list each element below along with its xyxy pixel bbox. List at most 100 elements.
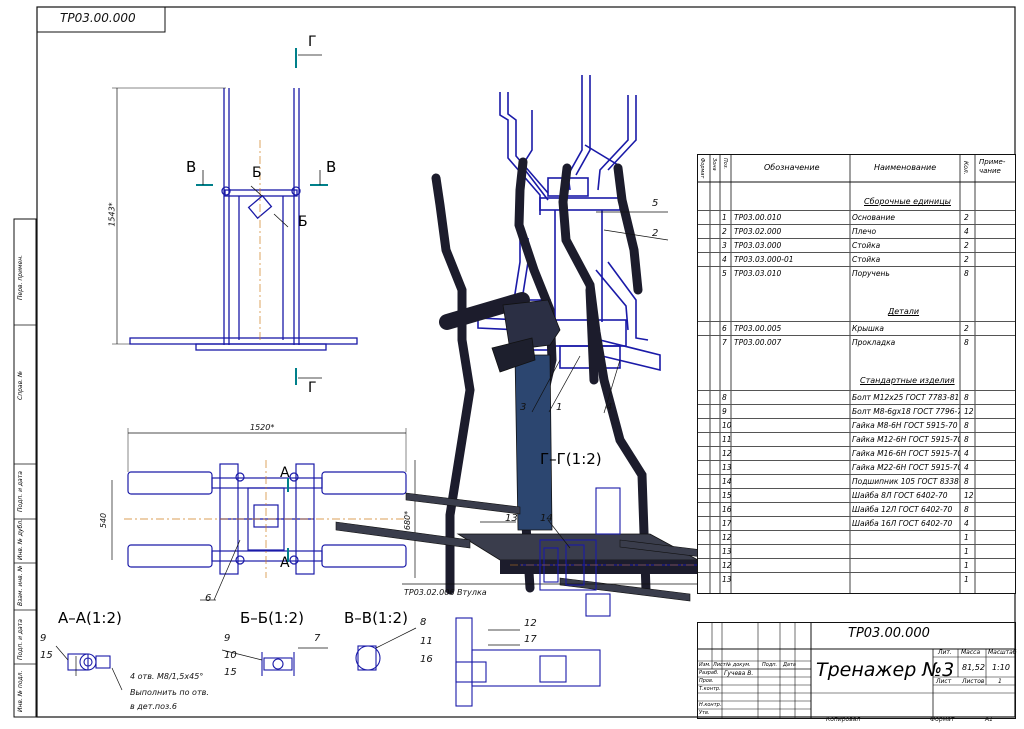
title-block-scale-label: Масштаб xyxy=(988,649,1017,656)
vv-view-title: В–В(1:2) xyxy=(344,609,408,627)
aa-leader-15: 15 xyxy=(40,650,53,661)
spec-row: 12 1 xyxy=(698,558,1015,573)
spec-pos: 13 xyxy=(722,547,731,556)
gg-leader-12: 12 xyxy=(524,618,537,629)
title-block-sheet-label: Лист xyxy=(936,678,952,685)
spec-code xyxy=(734,545,849,559)
spec-header-pos: Поз. xyxy=(722,158,728,170)
spec-header-name: Наименование xyxy=(874,163,937,172)
title-block-author: Гучева В. xyxy=(724,670,754,677)
spec-code xyxy=(734,559,849,573)
title-block-row-nkontr: Н.контр. xyxy=(699,702,722,708)
title-block-title: Тренажер №3 xyxy=(816,659,955,681)
spec-name: Гайка М22-6Н ГОСТ 5915-70 xyxy=(852,463,960,472)
vv-leader-8: 8 xyxy=(420,617,427,628)
spec-code: ТР03.03.000-01 xyxy=(734,255,794,264)
spec-section-details: Детали xyxy=(888,307,920,316)
spec-header-designation: Обозначение xyxy=(764,163,820,172)
dim-depth2: 680* xyxy=(403,510,413,531)
vv-leader-11: 11 xyxy=(420,636,433,647)
spec-section-assemblies: Сборочные единицы xyxy=(864,197,951,206)
title-block-row-razrab: Разраб. xyxy=(699,670,719,676)
spec-pos: 13 xyxy=(722,575,731,584)
specification-table: Формат Зона Поз. Обозначение Наименовани… xyxy=(697,154,1016,594)
spec-header-format: Формат xyxy=(699,158,705,179)
spec-qty: 4 xyxy=(964,463,969,472)
spec-pos: 9 xyxy=(722,407,727,416)
aa-view-title: А–А(1:2) xyxy=(58,609,122,627)
leader-3: 3 xyxy=(520,402,527,413)
spec-pos: 4 xyxy=(722,255,727,264)
spec-name: Поручень xyxy=(852,269,890,278)
spec-qty: 2 xyxy=(964,241,969,250)
title-block-mass: 81,52 xyxy=(962,663,985,672)
copied-label: Копировал xyxy=(826,716,861,723)
title-block-col-doc: № докум. xyxy=(726,662,751,668)
spec-qty: 4 xyxy=(964,449,969,458)
spec-qty: 12 xyxy=(964,407,974,416)
spec-pos: 2 xyxy=(722,227,727,236)
format-label: Формат xyxy=(930,716,955,723)
title-block-sheets-label: Листов xyxy=(962,678,985,685)
holes-note-line1: Выполнить по отв. xyxy=(130,688,209,697)
spec-qty: 1 xyxy=(964,561,969,570)
spec-name xyxy=(852,573,960,587)
title-block-col-sheet: Лист xyxy=(713,662,726,668)
spec-name: Шайба 8Л ГОСТ 6402-70 xyxy=(852,491,948,500)
spec-code: ТР03.00.007 xyxy=(734,338,782,347)
leader-4: 4 xyxy=(606,402,613,413)
drawing-code-top: ТР03.00.000 xyxy=(60,11,136,25)
section-b-top: Б xyxy=(252,165,262,181)
spec-name: Крышка xyxy=(852,324,884,333)
title-block-sheets: 1 xyxy=(998,678,1002,685)
spec-qty: 4 xyxy=(964,227,969,236)
spec-name: Прокладка xyxy=(852,338,896,347)
spec-pos: 8 xyxy=(722,393,727,402)
spec-code xyxy=(734,419,849,433)
spec-name: Болт М12х25 ГОСТ 7783-81 xyxy=(852,393,960,402)
spec-code xyxy=(734,447,849,461)
spec-row: 13 Гайка М22-6Н ГОСТ 5915-70 4 xyxy=(698,460,1015,475)
holes-note-line2: в дет.поз.6 xyxy=(130,702,177,711)
section-g-bottom: Г xyxy=(308,380,317,396)
side-label-first-use: Перв. примен. xyxy=(17,254,24,300)
spec-row: 15 Шайба 8Л ГОСТ 6402-70 12 xyxy=(698,488,1015,503)
spec-pos: 13 xyxy=(722,463,731,472)
spec-qty: 8 xyxy=(964,269,969,278)
spec-name: Стойка xyxy=(852,255,881,264)
spec-pos: 15 xyxy=(722,491,731,500)
spec-code xyxy=(734,391,849,405)
spec-qty: 2 xyxy=(964,324,969,333)
spec-pos: 12 xyxy=(722,561,731,570)
spec-name: Гайка М16-6Н ГОСТ 5915-70 xyxy=(852,449,960,458)
spec-header-qty: Кол. xyxy=(962,161,969,175)
bb-view-title: Б–Б(1:2) xyxy=(240,609,304,627)
leader-2: 2 xyxy=(652,228,659,239)
spec-code: ТР03.00.005 xyxy=(734,324,782,333)
side-label-sign-date-2: Подп. и дата xyxy=(17,619,24,660)
title-block-col-sign: Подп. xyxy=(762,662,778,668)
leader-14: 14 xyxy=(540,513,553,524)
bb-leader-7: 7 xyxy=(314,633,321,644)
spec-name xyxy=(852,531,960,545)
spec-code xyxy=(734,433,849,447)
leader-1: 1 xyxy=(556,402,563,413)
spec-qty: 4 xyxy=(964,519,969,528)
spec-pos: 5 xyxy=(722,269,727,278)
format-value: А1 xyxy=(985,716,993,723)
spec-qty: 12 xyxy=(964,491,974,500)
section-a-bottom: А xyxy=(280,555,290,571)
